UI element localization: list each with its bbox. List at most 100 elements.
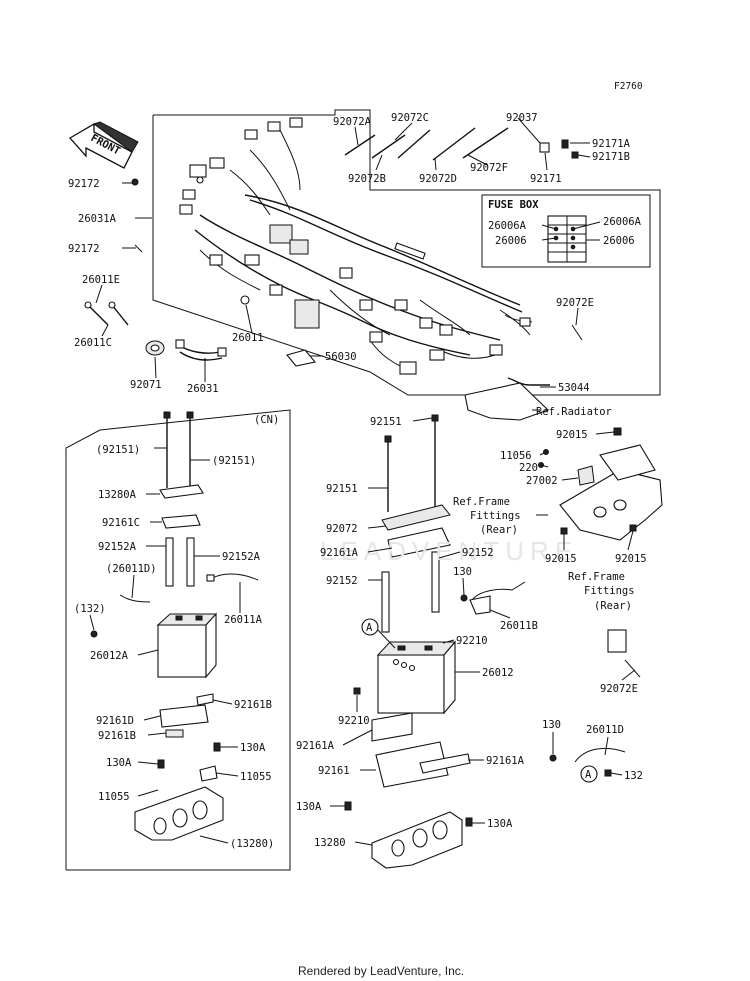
label-92151-center-2: 92151 [326,483,358,495]
label-27002: 27002 [526,475,558,487]
battery-assembly [344,414,526,869]
label-26011: 26011 [232,332,264,344]
fuse-box-title: FUSE BOX [488,199,539,211]
label-A-2: A [585,769,592,781]
label-132: 132 [624,770,643,782]
label-26006A-left: 26006A [488,220,527,232]
label-26011D-paren: (26011D) [106,563,157,575]
label-13280: 13280 [314,837,346,849]
label-ref-frame-fittings2-c: (Rear) [594,600,632,612]
label-cn: (CN) [254,414,279,426]
label-92152-left: 92152 [326,575,358,587]
label-92072B: 92072B [348,173,386,185]
label-92152A-left: 92152A [98,541,137,553]
label-92210-left: 92210 [338,715,370,727]
label-92152-right: 92152 [462,547,494,559]
label-26031A: 26031A [78,213,117,225]
label-92151-paren-right: (92151) [212,455,256,467]
label-26006A-right: 26006A [603,216,642,228]
wire-harness-26031A [179,117,533,375]
label-26006-left: 26006 [495,235,527,247]
cn-battery-assembly [90,411,259,841]
tie-92072E-top [571,324,583,341]
label-92161A-2: 92161A [296,740,335,752]
label-92151-paren-left: (92151) [96,444,140,456]
battery-tray-27002 [538,427,663,541]
label-11055-left: 11055 [98,791,130,803]
label-92072C: 92072C [391,112,429,124]
label-220: 220 [519,462,538,474]
label-26011D: 26011D [586,724,624,736]
label-ref-frame-fittings2-b: Fittings [584,585,635,597]
label-ref-frame-fittings2-a: Ref.Frame [568,571,625,583]
label-11056: 11056 [500,450,532,462]
screw-92172-upper [131,178,139,186]
label-92161A-3: 92161A [486,755,525,767]
leader-lines [89,117,636,846]
part-labels: 92072A 92072C 92037 92171A 92171B 92072B… [68,112,647,850]
label-92172-upper: 92172 [68,178,100,190]
label-92161C: 92161C [102,517,140,529]
label-92015-left: 92015 [545,553,577,565]
label-130A-left-1: 130A [106,757,132,769]
label-92161D: 92161D [96,715,134,727]
label-tag-56030 [286,349,317,367]
label-13280A: 13280A [98,489,137,501]
label-92072: 92072 [326,523,358,535]
label-ref-frame-fittings-c: (Rear) [480,524,518,536]
clamps-row [344,127,579,161]
grommet-92071 [145,340,165,356]
label-26011E: 26011E [82,274,120,286]
label-92072E-bottom: 92072E [600,683,638,695]
label-ref-radiator: Ref.Radiator [536,406,612,418]
front-arrow-icon: FRONT [68,121,139,169]
label-132-paren: (132) [74,603,106,615]
watermark: LEADVENTURE [320,536,578,566]
label-11055-right: 11055 [240,771,272,783]
label-92171B: 92171B [592,151,630,163]
cable-26011D [549,747,626,783]
label-26011B: 26011B [500,620,538,632]
label-A-1: A [366,622,373,634]
label-13280-paren: (13280) [230,838,274,850]
clip-92072E-bottom [607,629,641,678]
footer-credit: Rendered by LeadVenture, Inc. [298,964,464,978]
cn-frame [65,409,291,871]
label-26012: 26012 [482,667,514,679]
figure-code: F2760 [614,81,643,92]
label-26006-right: 26006 [603,235,635,247]
label-26031: 26031 [187,383,219,395]
harness-frame [152,109,661,396]
label-130-right: 130 [542,719,561,731]
label-92151-center: 92151 [370,416,402,428]
label-130A-right-1: 130A [240,742,266,754]
fuse-box-grid [547,215,587,263]
label-26011A: 26011A [224,614,263,626]
label-92161A-1: 92161A [320,547,359,559]
label-92072E-top: 92072E [556,297,594,309]
label-92161B-right: 92161B [234,699,272,711]
screw-92172-lower [134,244,143,253]
label-ref-frame-fittings-b: Fittings [470,510,521,522]
label-92161: 92161 [318,765,350,777]
label-92171: 92171 [530,173,562,185]
label-92072A: 92072A [333,116,372,128]
label-26012A: 26012A [90,650,129,662]
label-92161B-left: 92161B [98,730,136,742]
label-92210-right: 92210 [456,635,488,647]
label-92015-top: 92015 [556,429,588,441]
label-92015-right: 92015 [615,553,647,565]
label-130A-center-1: 130A [296,801,322,813]
label-92072F: 92072F [470,162,508,174]
label-130A-center-2: 130A [487,818,513,830]
fuse-box-frame [481,194,651,268]
label-92172-lower: 92172 [68,243,100,255]
label-ref-frame-fittings-a: Ref.Frame [453,496,510,508]
label-92152A-right: 92152A [222,551,261,563]
sub-harness-26031 [175,339,227,361]
label-53044: 53044 [558,382,590,394]
label-92037: 92037 [506,112,538,124]
radiator-plate-53044 [464,377,550,421]
label-92072D: 92072D [419,173,457,185]
